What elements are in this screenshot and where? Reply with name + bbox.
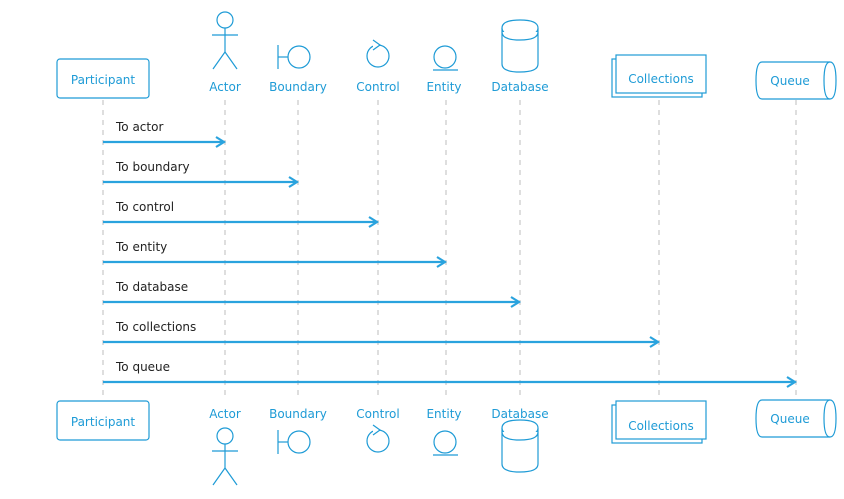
queue-icon [755,399,837,438]
collections-label: Collections [628,419,694,433]
participant-box [56,400,150,441]
database-label: Database [491,407,548,421]
queue-label: Queue [770,412,809,426]
participant-head-bottom: Participant [56,400,150,441]
participant-box [56,58,150,99]
boundary-icon [277,45,311,69]
queue-head-bottom: Queue [755,399,837,438]
message-label: To actor [115,120,163,134]
entity-head-top: Entity [426,45,462,94]
queue-label: Queue [770,74,809,88]
actor-head-bottom: Actor [209,407,241,486]
message-label: To boundary [115,160,190,174]
actor-label: Actor [209,407,241,421]
boundary-label: Boundary [269,407,327,421]
control-label: Control [356,80,399,94]
arrowhead [786,376,798,388]
boundary-label: Boundary [269,80,327,94]
arrowhead [436,256,448,268]
collections-front-box [615,54,707,94]
participant-label: Participant [71,73,136,87]
message-label: To entity [115,240,167,254]
control-head-top: Control [356,39,400,94]
queue-icon [755,61,837,100]
message-3: To control [103,200,380,228]
boundary-head-bottom: Boundary [269,407,327,454]
database-head-top: Database [491,19,549,94]
entity-head-bottom: Entity [426,407,462,456]
control-label: Control [356,407,399,421]
actor-label: Actor [209,80,241,94]
database-label: Database [491,80,548,94]
participant-head-top: Participant [56,58,150,99]
message-2: To boundary [103,160,300,188]
actor-icon [212,11,238,70]
message-label: To collections [115,320,196,334]
message-label: To database [115,280,188,294]
control-head-bottom: Control [356,407,400,453]
actor-head-top: Actor [209,11,241,94]
messages: To actor To boundary To control To entityTo… [103,120,798,388]
database-head-bottom: Database [491,407,549,473]
boundary-icon [277,430,311,454]
control-icon [366,424,390,453]
entity-label: Entity [426,407,461,421]
message-4: To entity [103,240,448,268]
collections-head-top: Collections [611,54,707,98]
actor-icon [212,427,238,486]
arrowhead [368,216,380,228]
queue-head-top: Queue [755,61,837,100]
collections-front-box [615,400,707,440]
arrowhead [510,296,522,308]
participant-label: Participant [71,415,136,429]
message-label: To queue [115,360,170,374]
collections-head-bottom: Collections [611,400,707,444]
control-icon [366,39,390,68]
entity-icon [433,430,458,456]
arrowhead [288,176,300,188]
entity-label: Entity [426,80,461,94]
message-7: To queue [103,360,798,388]
participant-heads-bottom: Participant Actor Boundary Control Entity Dat… [56,399,837,486]
collections-label: Collections [628,72,694,86]
boundary-head-top: Boundary [269,45,327,94]
database-icon [501,419,539,473]
entity-icon [433,45,458,71]
message-5: To database [103,280,522,308]
arrowhead [649,336,661,348]
database-icon [501,19,539,73]
message-6: To collections [103,320,661,348]
message-label: To control [115,200,174,214]
arrowhead [215,136,227,148]
lifelines [102,100,797,398]
message-1: To actor [103,120,227,148]
